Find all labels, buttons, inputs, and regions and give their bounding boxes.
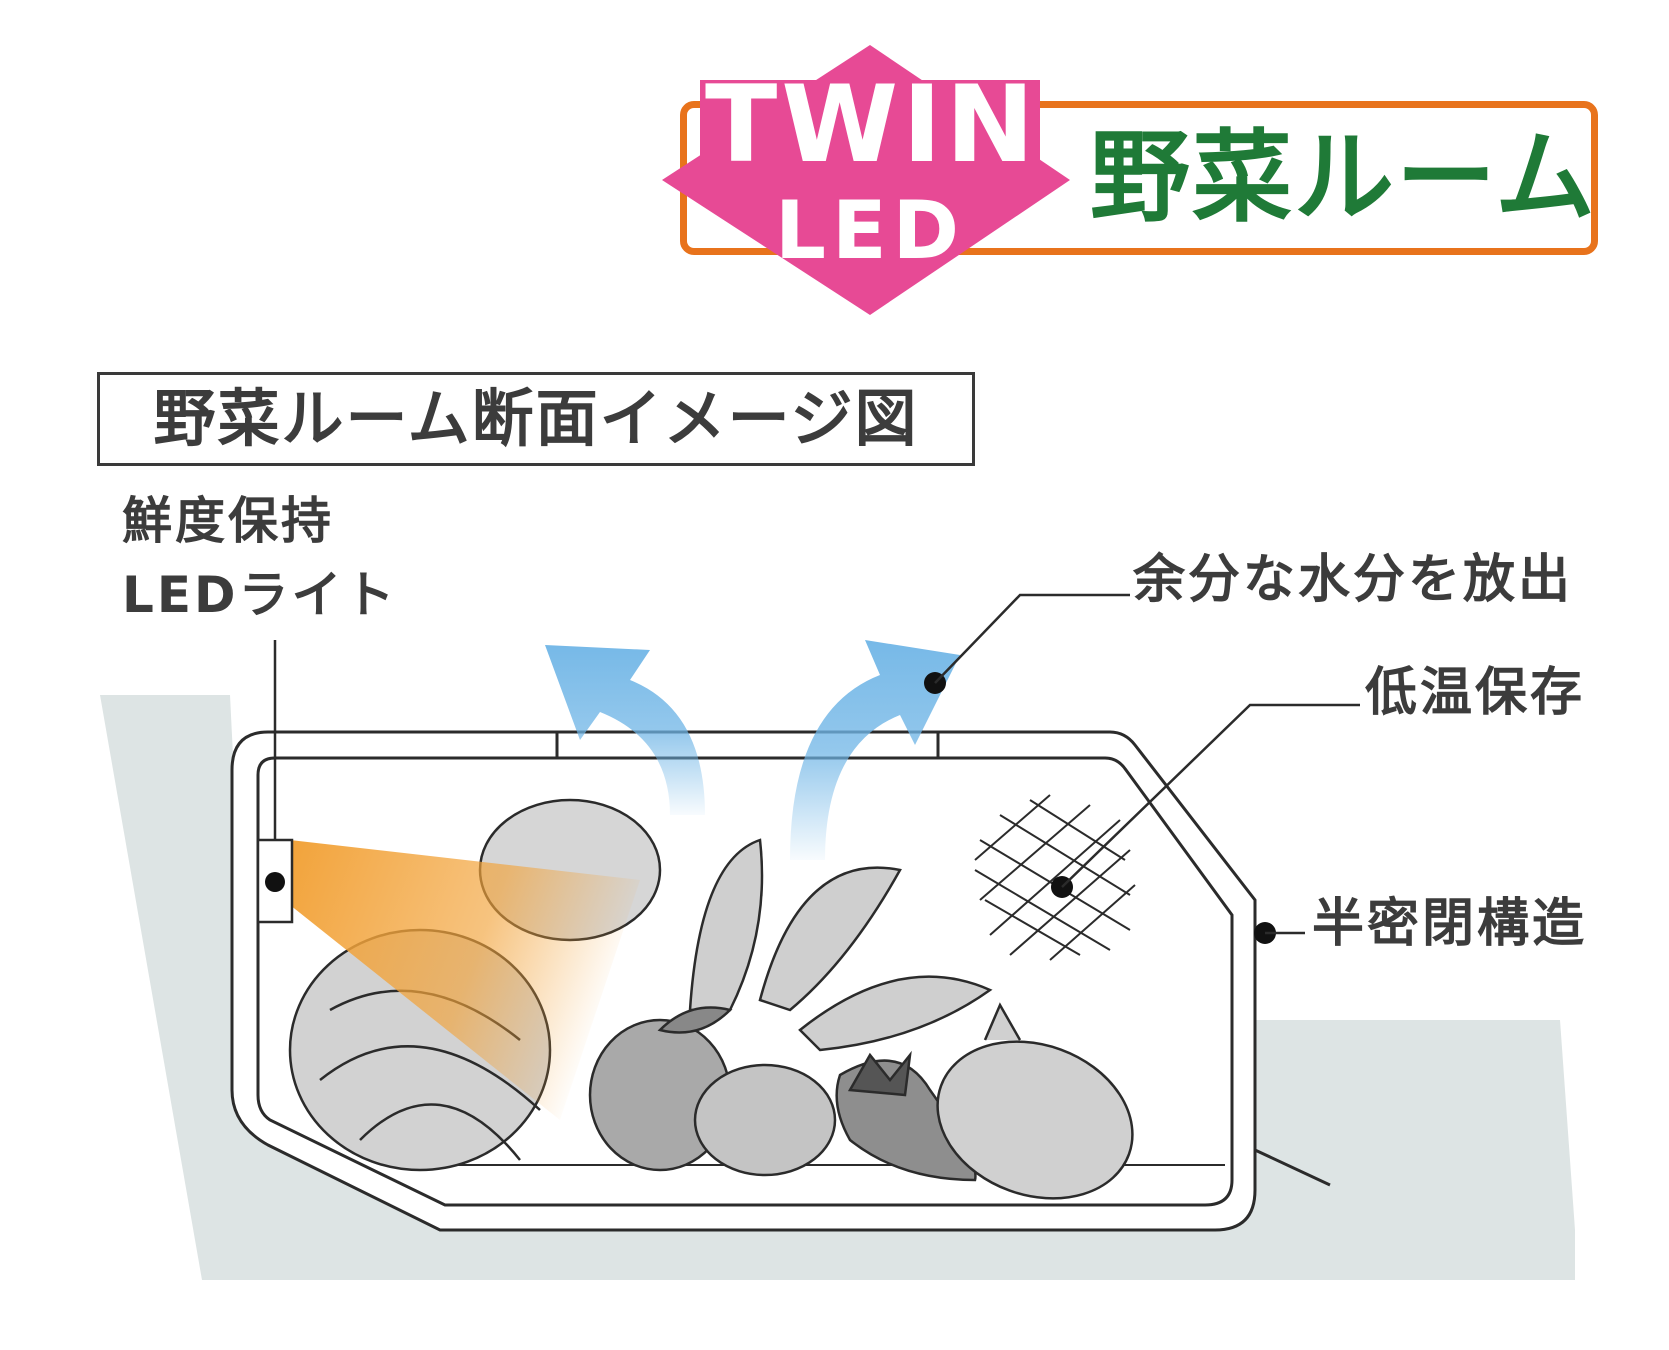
- strawberry-calyx: [847, 1050, 912, 1097]
- onion: [936, 1040, 1134, 1200]
- led-light-label-line2: LEDライト: [122, 566, 398, 624]
- lowtemp-leader: [1061, 703, 1360, 888]
- onion-tip: [983, 1002, 1022, 1041]
- section-title: 野菜ルーム断面イメージ図: [153, 382, 919, 455]
- airflow-arrow-left: [545, 645, 705, 815]
- spinach-leaf-3: [798, 975, 993, 1052]
- badge-twin-text: TWIN: [705, 63, 1039, 186]
- water-leader: [934, 593, 1130, 684]
- badge-led-text: LED: [774, 184, 966, 277]
- cabbage-vein-3: [359, 1103, 521, 1161]
- led-light-beam: [290, 840, 640, 1120]
- led-light-box: [256, 838, 294, 924]
- excess-water-label: 余分な水分を放出: [1133, 550, 1574, 610]
- cold-hatch: [974, 794, 1136, 961]
- spinach-leaf-1: [688, 838, 764, 1012]
- section-title-box: [97, 372, 975, 466]
- spinach-leaf-2: [758, 866, 902, 1012]
- apple-leaf: [657, 1006, 733, 1034]
- produce-group: [288, 798, 1134, 1200]
- cabbage-vein-2: [319, 1045, 541, 1111]
- semi-sealed-label: 半密閉構造: [1312, 894, 1588, 954]
- airflow-arrow-right: [790, 640, 960, 860]
- led-light-label-line1: 鮮度保持: [122, 492, 334, 550]
- product-title: 野菜ルーム: [1090, 119, 1597, 236]
- mandarin: [693, 1063, 837, 1177]
- seal-rim: [1254, 1148, 1331, 1187]
- led-dot: [265, 872, 285, 892]
- airflow-arrows: [545, 640, 960, 860]
- low-temp-label: 低温保存: [1365, 663, 1586, 723]
